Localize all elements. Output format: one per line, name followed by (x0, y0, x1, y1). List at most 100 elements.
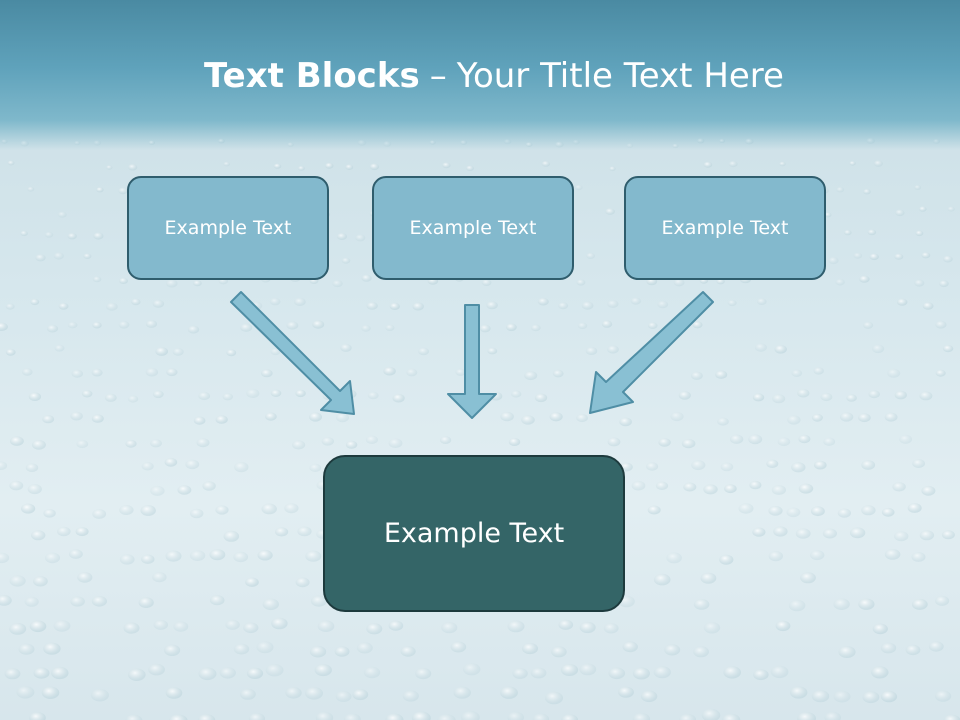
braille-dot (911, 552, 926, 562)
braille-dot (757, 298, 767, 305)
braille-dot (798, 434, 811, 444)
braille-dot (853, 252, 863, 259)
braille-dot (727, 299, 737, 307)
braille-dot (33, 667, 50, 679)
braille-dot (415, 668, 432, 680)
braille-dot (273, 163, 282, 169)
braille-dot (655, 481, 669, 490)
braille-dot (365, 435, 378, 444)
braille-dot (921, 252, 931, 259)
text-block-left-label: Example Text (164, 217, 292, 239)
text-block-right[interactable]: Example Text (624, 176, 826, 280)
braille-dot (619, 417, 632, 427)
braille-dot (607, 300, 619, 308)
braille-dot (46, 324, 59, 333)
braille-dot (692, 321, 703, 329)
title-band (0, 0, 960, 150)
braille-dot (150, 439, 162, 448)
braille-dot (811, 413, 823, 422)
braille-dot (701, 708, 721, 720)
braille-dot (942, 345, 954, 353)
braille-dot (309, 412, 322, 422)
braille-dot (209, 549, 226, 561)
braille-dot (219, 667, 236, 679)
braille-dot (131, 298, 141, 306)
braille-dot (209, 595, 225, 606)
braille-dot (632, 667, 650, 680)
text-block-right-label: Example Text (661, 217, 789, 239)
braille-dot (922, 302, 934, 310)
braille-dot (673, 278, 685, 287)
braille-dot (729, 434, 744, 444)
braille-dot (150, 485, 165, 496)
braille-dot (71, 369, 84, 378)
braille-dot (91, 368, 103, 377)
braille-dot (549, 412, 563, 422)
braille-dot (928, 641, 944, 652)
braille-dot (463, 663, 481, 676)
braille-dot (153, 619, 168, 630)
braille-dot (777, 437, 791, 447)
text-block-center-label: Example Text (409, 217, 537, 239)
braille-dot (172, 348, 184, 356)
title-bold: Text Blocks (204, 56, 420, 96)
braille-dot (894, 531, 909, 542)
text-block-left[interactable]: Example Text (127, 176, 329, 280)
braille-dot (69, 549, 83, 559)
braille-dot (128, 164, 138, 171)
braille-dot (106, 165, 113, 170)
braille-dot (44, 552, 61, 564)
braille-dot (104, 393, 117, 402)
braille-dot (166, 279, 178, 288)
braille-dot (9, 623, 27, 635)
braille-dot (522, 643, 538, 655)
braille-dot (81, 390, 93, 398)
braille-dot (9, 575, 26, 587)
braille-dot (859, 275, 870, 283)
braille-dot (749, 480, 762, 490)
braille-dot (892, 482, 906, 492)
braille-dot (215, 505, 229, 515)
text-block-center[interactable]: Example Text (372, 176, 574, 280)
braille-dot (508, 438, 521, 446)
braille-dot (631, 480, 646, 491)
braille-dot (345, 164, 354, 170)
text-block-main[interactable]: Example Text (323, 455, 625, 612)
braille-dot (608, 667, 626, 680)
braille-dot (246, 667, 264, 680)
braille-dot (402, 690, 419, 702)
braille-dot (872, 623, 888, 635)
braille-dot (31, 439, 46, 450)
braille-dot (223, 161, 230, 167)
braille-dot (486, 301, 498, 310)
braille-dot (481, 279, 492, 287)
braille-dot (91, 414, 104, 423)
braille-dot (96, 187, 104, 193)
braille-dot (27, 186, 35, 192)
braille-dot (605, 208, 615, 215)
braille-dot (337, 233, 347, 240)
braille-dot (647, 505, 661, 515)
braille-dot (336, 413, 349, 423)
braille-dot (92, 276, 102, 283)
braille-dot (152, 299, 165, 308)
braille-dot (138, 597, 154, 608)
braille-dot (51, 666, 69, 680)
braille-dot (275, 527, 289, 537)
braille-dot (16, 686, 35, 699)
braille-dot (560, 664, 579, 676)
braille-dot (366, 623, 383, 635)
braille-dot (797, 388, 810, 398)
braille-dot (270, 348, 281, 356)
braille-dot (576, 413, 588, 423)
braille-dot (837, 508, 852, 518)
braille-dot (894, 390, 907, 400)
braille-dot (836, 187, 845, 193)
braille-dot (511, 390, 522, 398)
braille-dot (441, 622, 458, 634)
braille-dot (703, 484, 718, 495)
braille-dot (863, 189, 871, 195)
braille-dot (500, 686, 518, 699)
braille-dot (389, 302, 400, 310)
